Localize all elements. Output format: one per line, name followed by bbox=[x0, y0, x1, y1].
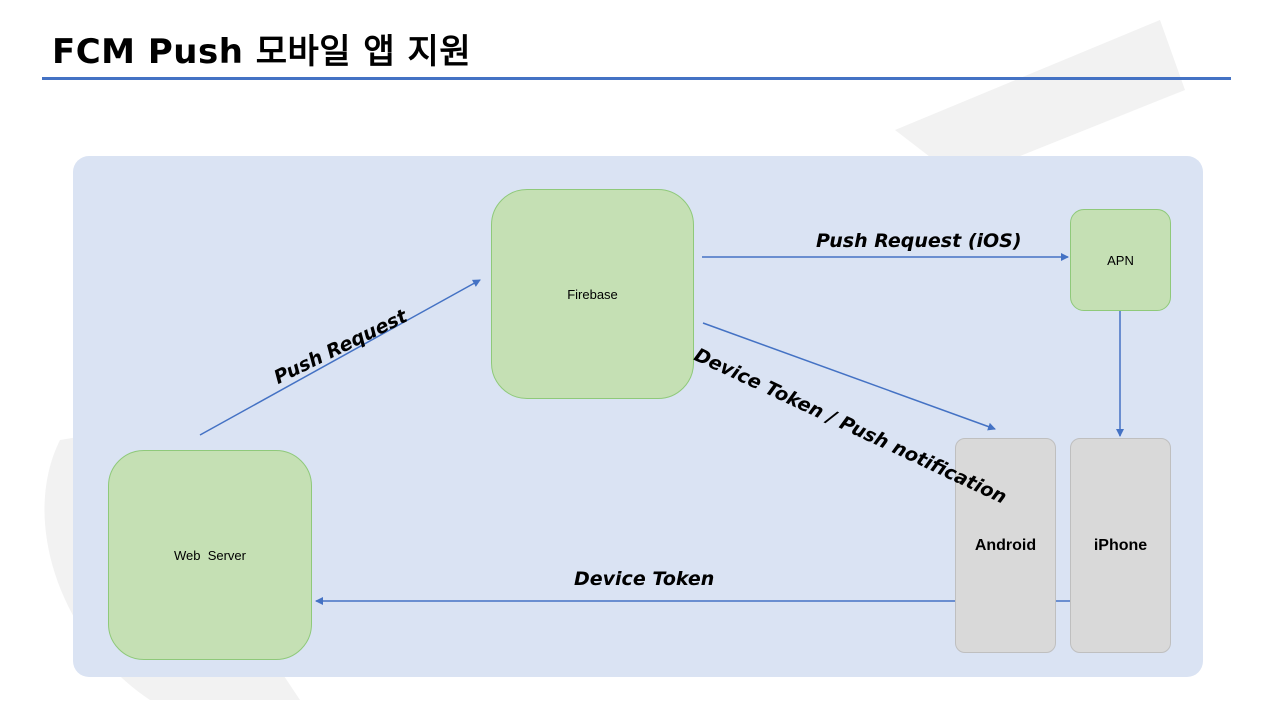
android-label: Android bbox=[974, 536, 1037, 554]
iphone-label: iPhone bbox=[1093, 536, 1148, 554]
iphone-node: iPhone bbox=[1070, 438, 1171, 653]
apn-node: APN bbox=[1070, 209, 1171, 311]
push-request-ios-label: Push Request (iOS) bbox=[816, 230, 1022, 252]
apn-label: APN bbox=[1107, 252, 1134, 268]
slide-title: FCM Push 모바일 앱 지원 bbox=[52, 32, 472, 72]
device-token-label: Device Token bbox=[574, 568, 715, 590]
firebase-label: Firebase bbox=[567, 286, 618, 302]
title-underline bbox=[42, 77, 1231, 80]
firebase-node: Firebase bbox=[491, 189, 694, 399]
android-node: Android bbox=[955, 438, 1056, 653]
web-server-node: Web Server bbox=[108, 450, 312, 660]
web-server-label: Web Server bbox=[173, 547, 246, 563]
